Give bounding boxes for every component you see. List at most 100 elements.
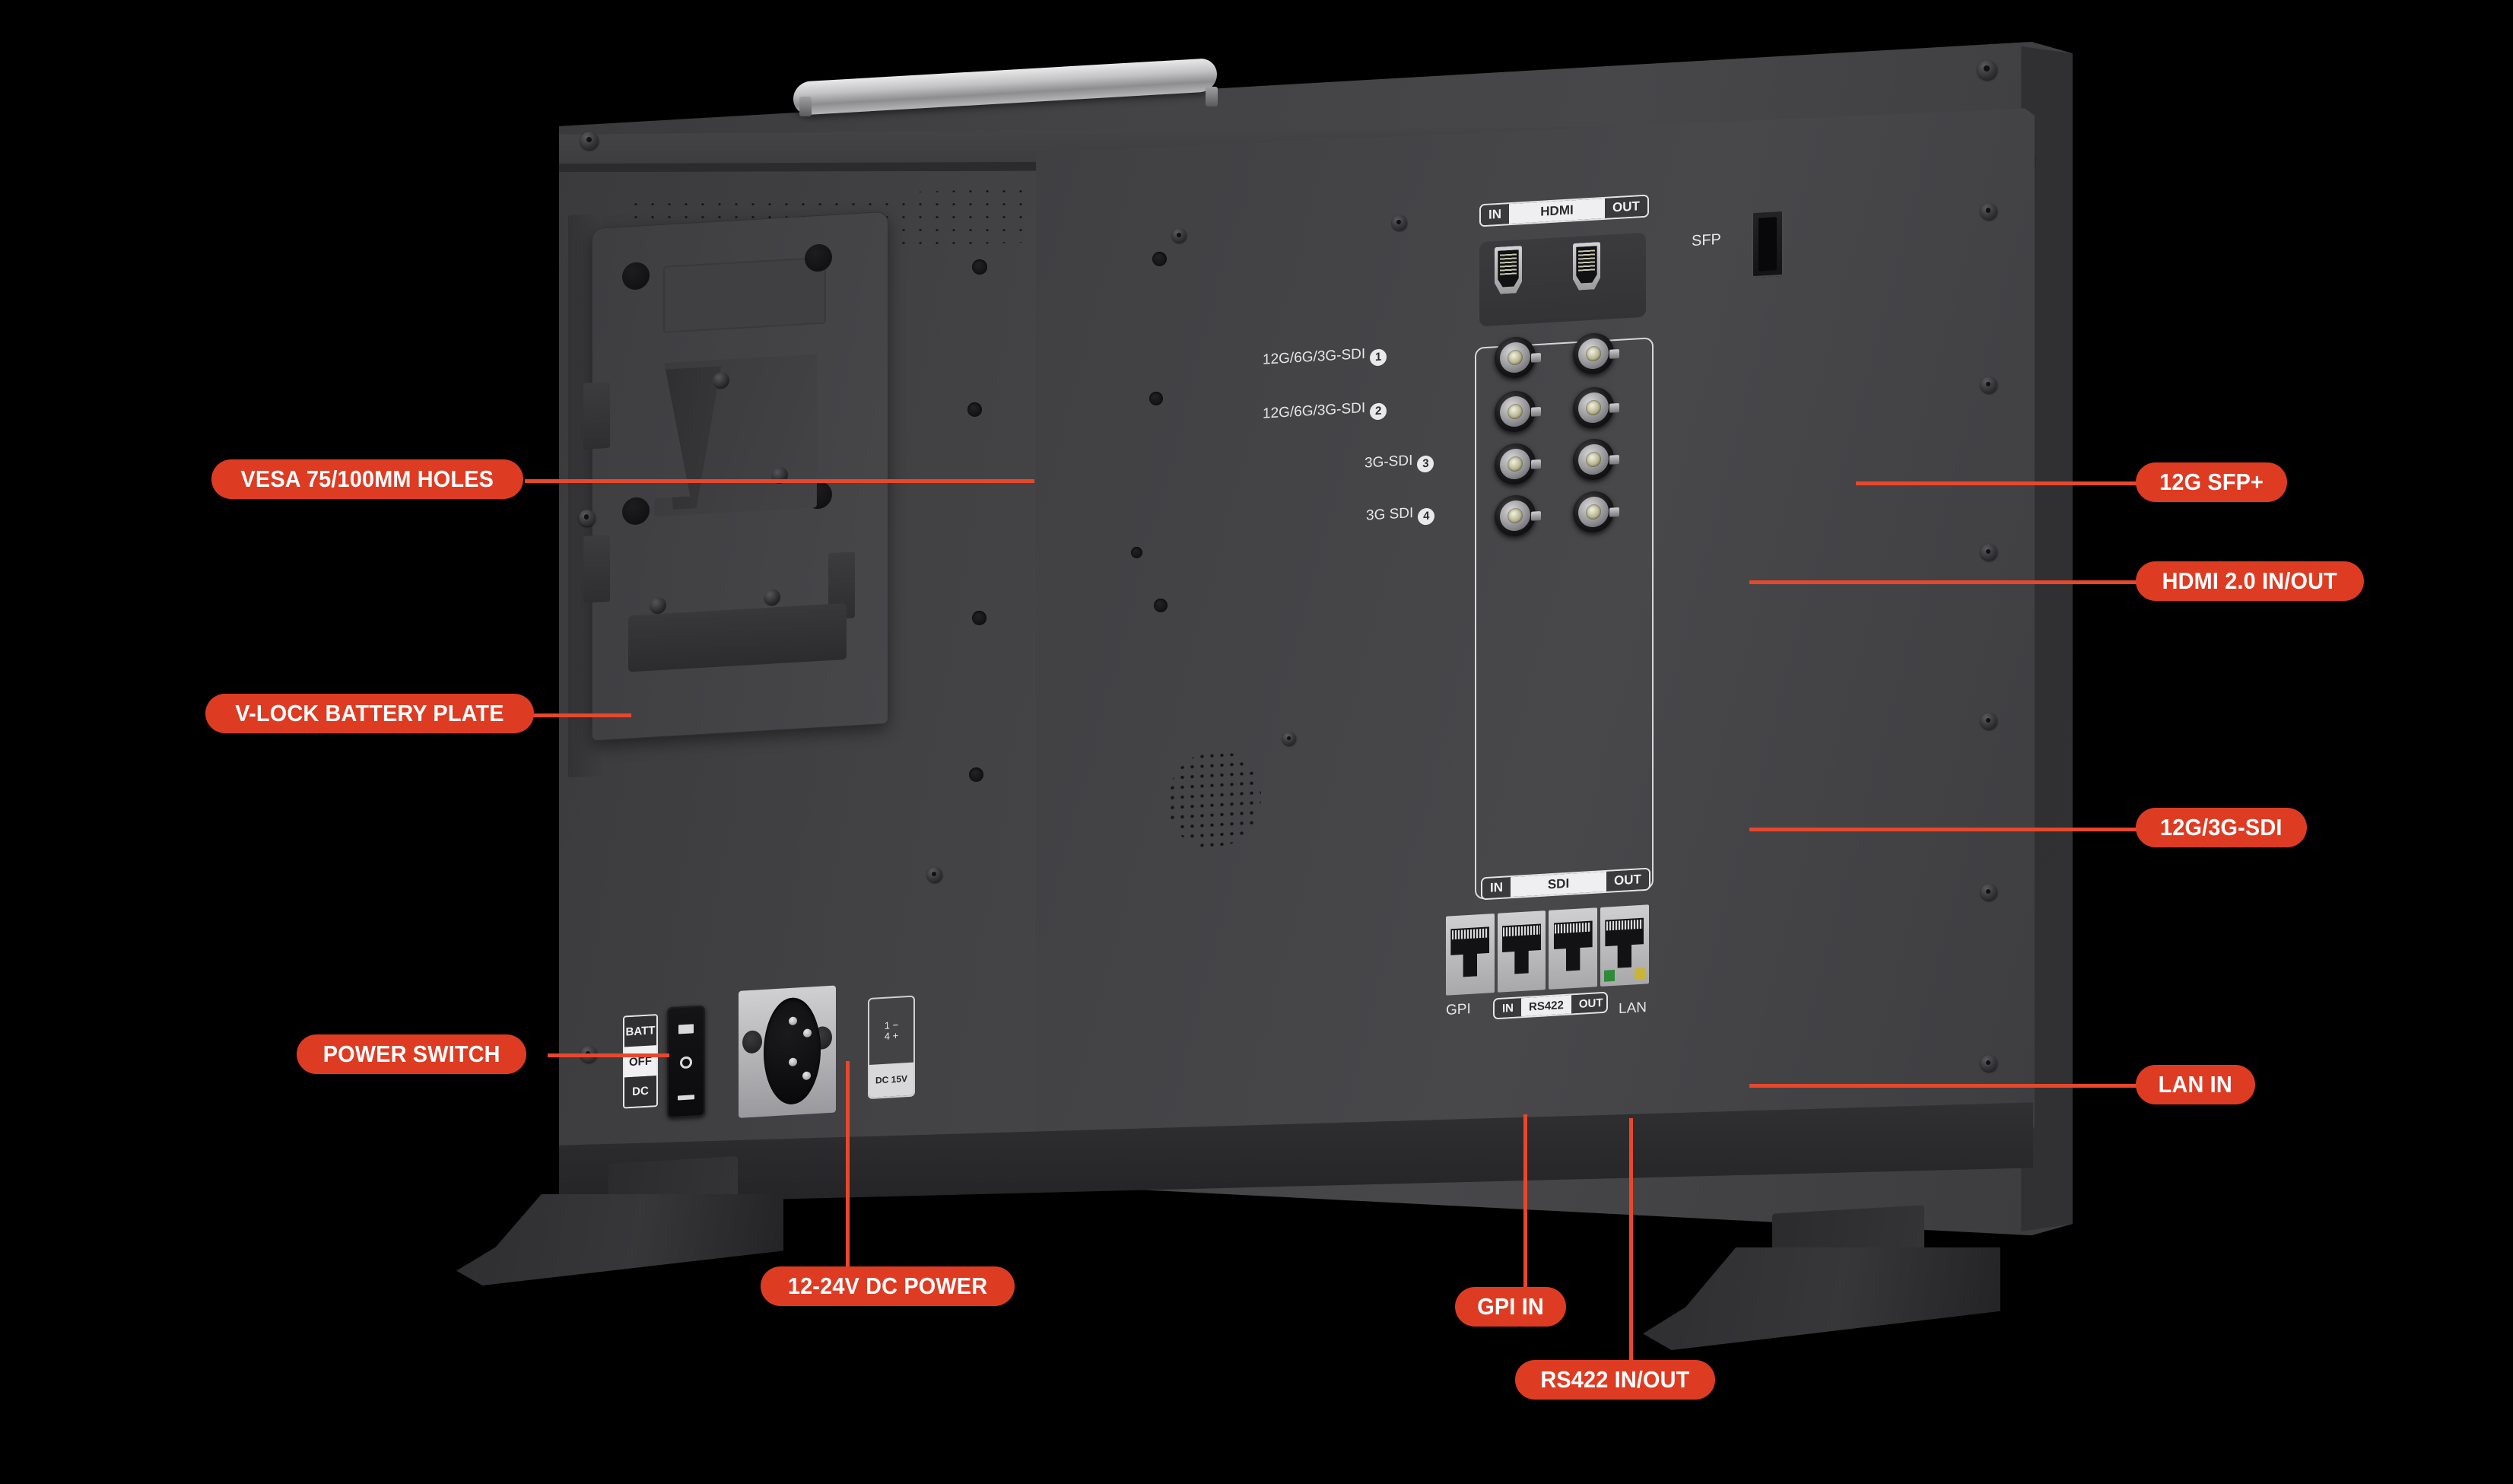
xlr-barrel [763,996,821,1106]
v-mount-wedge [654,354,816,517]
chassis-screw [1391,215,1407,231]
vesa-hole [1131,546,1143,558]
xlr-4pin-power-connector[interactable] [738,984,836,1117]
v-plate-tab [583,381,611,450]
vesa-hole [969,767,984,783]
handle-post-left [799,97,812,117]
hdmi-in-port[interactable] [1495,246,1522,294]
rs422-out-label: OUT [1571,993,1609,1014]
xlr-pin [802,1071,811,1080]
lead-line-vesa [525,479,1034,483]
gpi-port-label: GPI [1446,1000,1471,1018]
callout-lan[interactable]: LAN IN [2136,1065,2255,1104]
sdi-out-label: OUT [1606,869,1649,891]
chassis-screw [1980,544,1997,561]
vesa-hole [1149,392,1164,406]
callout-sdi-label: 12G/3G-SDI [2160,814,2283,841]
sfp-port[interactable] [1752,209,1784,278]
power-switch-rocker[interactable] [666,1005,705,1119]
lead-line-sdi [1749,828,2137,831]
rs422-in-label: IN [1494,998,1521,1018]
callout-power-switch[interactable]: POWER SWITCH [297,1034,527,1074]
xlr-pin [788,1057,797,1066]
power-legend-batt: BATT [624,1015,656,1047]
gpi-in-port[interactable] [1446,914,1495,996]
power-legend-off: OFF [624,1045,656,1078]
v-lock-battery-plate [583,212,888,741]
lead-line-power-switch [548,1053,669,1057]
callout-sfp[interactable]: 12G SFP+ [2136,462,2288,502]
lan-port-label: LAN [1619,999,1647,1018]
hdmi-mid-label: HDMI [1508,198,1605,224]
lead-line-rs422 [1629,1118,1633,1381]
v-plate-screw [763,589,780,607]
dc-pin4-number: 4 [884,1029,890,1042]
callout-dc-power[interactable]: 12-24V DC POWER [761,1266,1015,1306]
chassis-screw [1980,377,1997,394]
v-plate-hole [621,497,650,526]
v-plate-bottom-bar [627,589,847,672]
callout-gpi-label: GPI IN [1477,1293,1544,1320]
v-plate-hole [621,262,650,291]
lan-in-port[interactable] [1600,904,1649,987]
callout-hdmi[interactable]: HDMI 2.0 IN/OUT [2136,561,2364,601]
vesa-hole [1154,599,1168,613]
callout-vesa-label: VESA 75/100MM HOLES [240,466,494,492]
dc-jack-pinout-label: 1 − 4 + DC 15V [867,994,915,1099]
hdmi-out-label: OUT [1604,195,1647,218]
rs422-in-port[interactable] [1497,910,1546,993]
sfp-port-label: SFP [1691,231,1721,250]
sdi-mid-label: SDI [1510,871,1606,898]
handle-post-right [1205,86,1218,106]
callout-rs422[interactable]: RS422 IN/OUT [1515,1360,1715,1400]
vesa-hole [972,610,987,625]
callout-vlock[interactable]: V-LOCK BATTERY PLATE [205,694,535,733]
lead-line-vlock [502,713,631,717]
callout-vesa[interactable]: VESA 75/100MM HOLES [211,459,523,499]
lan-led-amber [1634,968,1645,980]
dc-pin4-sign: + [892,1029,898,1041]
power-switch-legend: BATT OFF DC [622,1013,658,1109]
sdi-in-label: IN [1482,877,1511,899]
lan-led-green [1604,970,1616,983]
rs422-out-port[interactable] [1549,907,1598,990]
hdmi-in-label: IN [1480,203,1509,225]
lead-line-lan [1749,1084,2137,1088]
chassis-screw [1171,228,1187,243]
rj45-port-row [1446,904,1649,996]
callout-vlock-label: V-LOCK BATTERY PLATE [235,700,504,726]
callout-sfp-label: 12G SFP+ [2159,469,2264,495]
chassis-screw [1980,1055,1997,1072]
callout-gpi[interactable]: GPI IN [1455,1287,1567,1327]
v-plate-hole [805,243,833,273]
callout-power-switch-label: POWER SWITCH [322,1041,500,1067]
xlr-pin [802,1028,812,1038]
callout-sdi[interactable]: 12G/3G-SDI [2136,808,2307,847]
lead-line-sfp [1856,481,2137,485]
chassis-screw [1977,59,1997,80]
callout-lan-label: LAN IN [2158,1071,2232,1098]
v-plate-tab [583,535,611,603]
v-plate-recess [662,256,826,333]
chassis-screw [1980,202,1997,220]
lead-line-gpi [1523,1114,1527,1320]
dc-voltage-rating: DC 15V [869,1061,913,1098]
hdmi-pins [1500,253,1517,275]
lead-line-dc-power [846,1061,850,1285]
lead-line-hdmi [1749,580,2137,584]
vesa-hole [1152,251,1168,266]
rocker-dc-icon [677,1094,694,1100]
chassis-screw [1980,884,1997,901]
xlr-screw [742,1029,762,1054]
power-legend-dc: DC [624,1075,656,1107]
rs422-mid-label: RS422 [1520,995,1571,1017]
xlr-pin [788,1016,797,1026]
chassis-screw [1282,732,1297,746]
hdmi-pins [1578,249,1595,272]
chassis-screw [926,867,942,883]
hdmi-out-port[interactable] [1573,242,1600,291]
